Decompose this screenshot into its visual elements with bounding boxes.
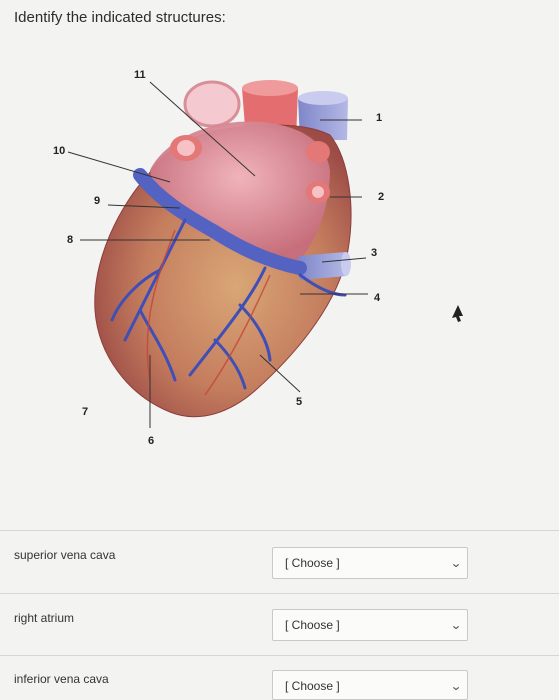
term-superior-vena-cava: superior vena cava — [14, 548, 116, 562]
chevron-down-icon: ⌄ — [449, 618, 463, 632]
label-9: 9 — [94, 195, 100, 207]
question-title: Identify the indicated structures: — [14, 9, 226, 26]
label-10: 10 — [53, 145, 65, 157]
select-value: [ Choose ] — [285, 556, 340, 570]
answer-select-right-atrium[interactable]: [ Choose ] ⌄ — [272, 609, 468, 641]
divider — [0, 655, 559, 656]
label-7: 7 — [82, 406, 88, 418]
select-value: [ Choose ] — [285, 679, 340, 693]
label-5: 5 — [296, 396, 302, 408]
answer-select-inferior-vena-cava[interactable]: [ Choose ] ⌄ — [272, 670, 468, 700]
chevron-down-icon: ⌄ — [449, 679, 463, 693]
select-value: [ Choose ] — [285, 618, 340, 632]
label-4: 4 — [374, 292, 381, 304]
label-11: 11 — [134, 69, 146, 81]
term-inferior-vena-cava: inferior vena cava — [14, 672, 109, 686]
label-2: 2 — [378, 191, 384, 203]
inferior-vena-cava-vessel — [298, 252, 347, 280]
pulmonary-trunk-vessel — [183, 80, 241, 128]
answer-select-superior-vena-cava[interactable]: [ Choose ] ⌄ — [272, 547, 468, 579]
label-8: 8 — [67, 234, 73, 246]
term-right-atrium: right atrium — [14, 611, 75, 625]
label-3: 3 — [371, 247, 377, 259]
chevron-down-icon: ⌄ — [449, 556, 463, 570]
heart-diagram: 11 10 9 8 7 6 5 4 3 2 1 — [53, 69, 463, 447]
label-1: 1 — [376, 112, 382, 124]
coronary-sinus — [133, 168, 307, 275]
divider — [0, 593, 559, 594]
divider — [0, 530, 559, 531]
mouse-pointer-icon — [452, 305, 463, 322]
label-6: 6 — [148, 435, 154, 447]
